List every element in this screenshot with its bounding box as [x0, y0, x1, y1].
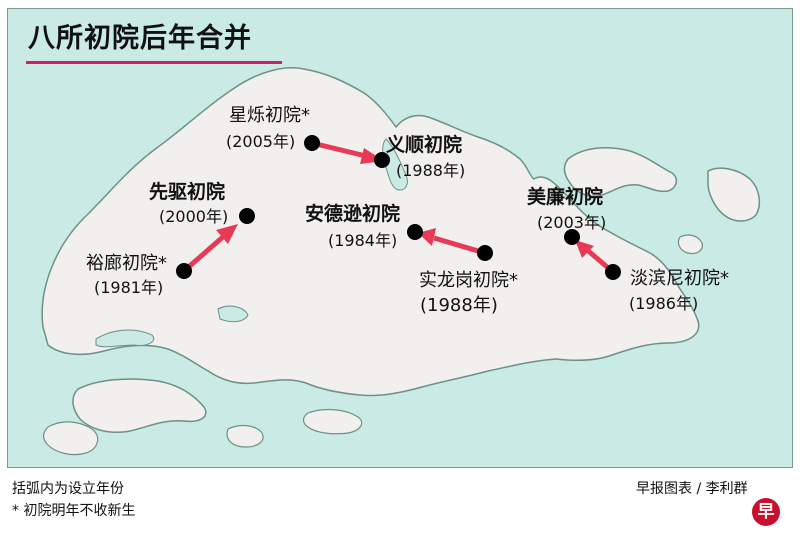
label-shilonggang-name: 实龙岗初院*: [419, 270, 518, 291]
danbinni-dot: [605, 264, 621, 280]
label-xingshuo-year: (2005年): [226, 132, 296, 151]
zaobao-logo-icon: 早: [752, 498, 780, 526]
label-yishun-name: 义顺初院: [386, 134, 463, 156]
footnote-no-intake: * 初院明年不收新生: [12, 503, 136, 519]
label-yulang-name: 裕廊初院*: [86, 253, 167, 274]
small-island-shape: [226, 424, 264, 448]
xingshuo-dot: [304, 135, 320, 151]
footnote-years: 括弧内为设立年份: [12, 481, 124, 497]
changi-island-shape: [707, 167, 761, 222]
label-yishun-year: (1988年): [396, 161, 466, 180]
shilonggang-dot: [477, 245, 493, 261]
yishun-dot: [374, 152, 390, 168]
title-underline: [26, 61, 282, 64]
islet-shape: [677, 234, 703, 255]
reservoir-shape-2: [217, 305, 249, 323]
merge-arrow-yulang-xianqu: [176, 208, 255, 279]
label-yulang-year: (1981年): [94, 278, 164, 297]
meilian-dot: [564, 229, 580, 245]
yulang-dot: [176, 263, 192, 279]
reservoir-shape: [95, 329, 155, 348]
sentosa-island-shape: [302, 408, 363, 435]
merge-arrow-shilonggang-andexun: [407, 224, 493, 261]
label-andexun-name: 安德逊初院: [305, 203, 401, 225]
label-danbinni-name: 淡滨尼初院*: [630, 268, 729, 289]
main-island-shape: [41, 67, 700, 397]
label-meilian-name: 美廉初院: [527, 186, 604, 208]
credit-line: 早报图表 / 李利群: [636, 481, 748, 497]
label-xianqu-name: 先驱初院: [149, 181, 226, 203]
label-xingshuo-name: 星烁初院*: [229, 105, 310, 126]
jurong-island-shape: [72, 378, 207, 433]
label-xianqu-year: (2000年): [159, 207, 229, 226]
label-shilonggang-year: (1988年): [420, 295, 498, 316]
label-andexun-year: (1984年): [328, 231, 398, 250]
north-east-island-shape: [563, 146, 678, 197]
southern-island-shape: [42, 421, 99, 456]
map-title: 八所初院后年合并: [28, 23, 252, 54]
label-meilian-year: (2003年): [537, 213, 607, 232]
map-panel: [7, 8, 793, 468]
singapore-map: [41, 67, 761, 456]
merge-arrow-xingshuo-yishun: [304, 135, 390, 168]
merge-arrow-danbinni-meilian: [564, 229, 621, 280]
andexun-dot: [407, 224, 423, 240]
xianqu-dot: [239, 208, 255, 224]
label-danbinni-year: (1986年): [629, 294, 699, 313]
